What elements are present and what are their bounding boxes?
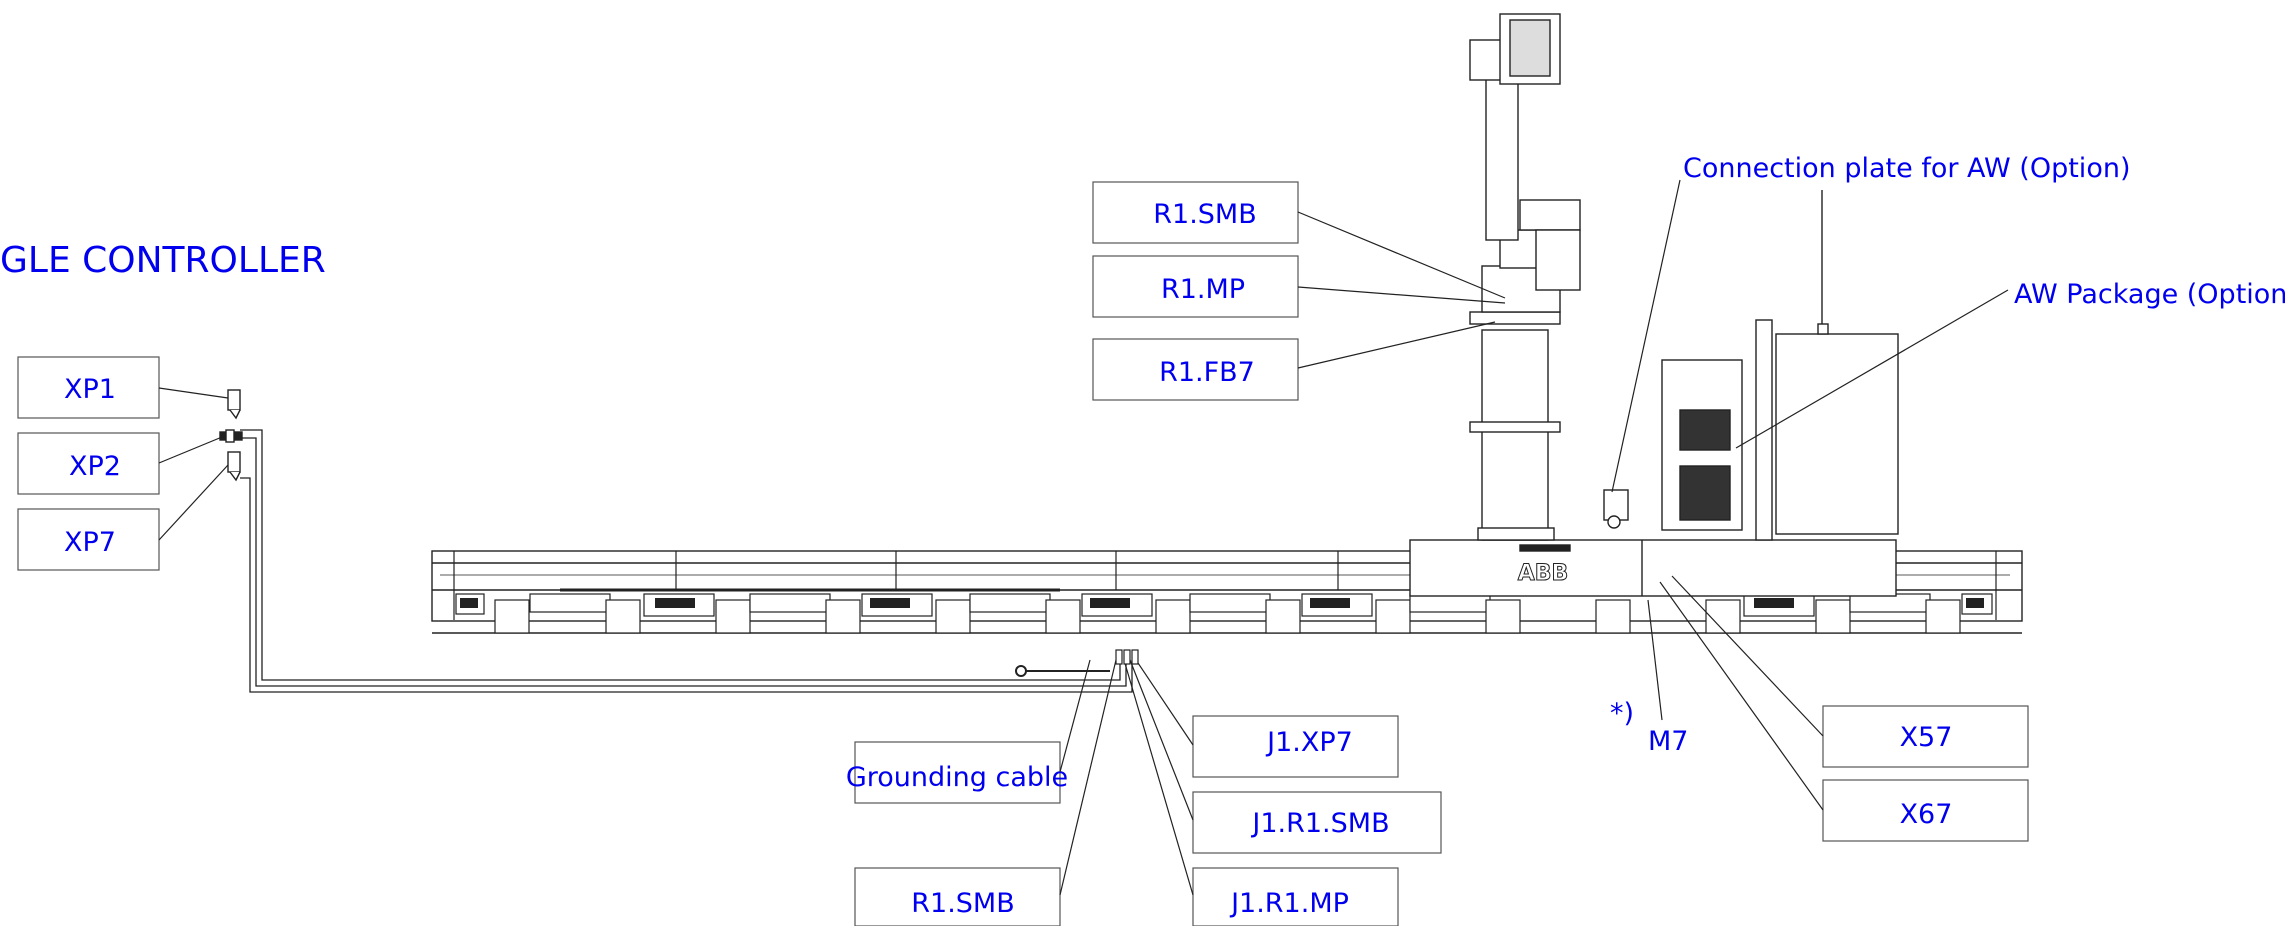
controller-connector-xp2: XP2 xyxy=(17,432,160,495)
track-connector-r1-smb-bottom: R1.SMB xyxy=(854,867,1061,927)
robot-connector-r1-smb: R1.SMB xyxy=(1092,181,1299,244)
label-xp2: XP2 xyxy=(69,451,121,482)
diagram-heading: GLE CONTROLLER xyxy=(0,240,326,281)
track-connector-grounding-cable: Grounding cable xyxy=(846,741,1068,804)
label-j1-r1-mp: J1.R1.MP xyxy=(1229,888,1349,919)
x-leaders xyxy=(1659,575,1824,811)
track-drop-plugs xyxy=(1115,649,1139,665)
callout-aw-package: AW Package (Option) xyxy=(2014,279,2285,310)
label-xp7: XP7 xyxy=(64,527,116,558)
label-r1-smb-bottom: R1.SMB xyxy=(911,888,1014,919)
grounding-terminal xyxy=(1015,665,1110,677)
robot-leaders xyxy=(1297,211,1506,369)
track-connector-j1-r1-mp: J1.R1.MP xyxy=(1192,867,1399,927)
robot-pedestal xyxy=(1469,311,1561,541)
callout-connection-plate: Connection plate for AW (Option) xyxy=(1683,153,2130,184)
robot-connector-r1-fb7: R1.FB7 xyxy=(1092,338,1299,401)
label-x57: X57 xyxy=(1900,722,1953,753)
label-j1-xp7: J1.XP7 xyxy=(1265,727,1353,758)
label-r1-smb: R1.SMB xyxy=(1153,199,1256,230)
track-dividers xyxy=(453,551,1997,620)
plug-xp1 xyxy=(227,389,241,420)
controller-connector-xp1: XP1 xyxy=(17,356,160,419)
welding-package xyxy=(1661,190,1899,541)
track-connector-x67: X67 xyxy=(1822,779,2029,842)
label-x67: X67 xyxy=(1900,799,1953,830)
leader-aw-package xyxy=(1735,289,2009,449)
label-r1-mp: R1.MP xyxy=(1161,274,1245,305)
plug-xp2 xyxy=(219,429,243,443)
carriage-logo: ABB xyxy=(1518,561,1569,586)
controller-leaders xyxy=(158,387,229,541)
carriage xyxy=(1409,539,1897,597)
robot-connector-r1-mp: R1.MP xyxy=(1092,255,1299,318)
footnote-mark: *) xyxy=(1610,698,1634,729)
track-supports xyxy=(455,593,1993,634)
track-connector-x57: X57 xyxy=(1822,705,2029,768)
label-grounding-cable: Grounding cable xyxy=(846,762,1068,793)
track-connector-j1-r1-smb: J1.R1.SMB xyxy=(1192,791,1442,854)
robot-arm xyxy=(1469,13,1581,313)
label-r1-fb7: R1.FB7 xyxy=(1159,357,1255,388)
leader-m7 xyxy=(1647,599,1663,721)
controller-connector-xp7: XP7 xyxy=(17,508,160,571)
bottom-leaders xyxy=(1059,659,1194,896)
track-connector-j1-xp7: J1.XP7 xyxy=(1192,715,1399,778)
track-connector-blocks xyxy=(460,598,1984,608)
controller-cable-bundle xyxy=(240,429,1133,693)
label-xp1: XP1 xyxy=(64,374,116,405)
connection-plate xyxy=(1603,489,1629,529)
leader-connection-plate xyxy=(1611,179,1681,493)
plug-xp7 xyxy=(227,451,241,482)
label-j1-r1-smb: J1.R1.SMB xyxy=(1250,808,1389,839)
label-m7: M7 xyxy=(1648,726,1688,757)
